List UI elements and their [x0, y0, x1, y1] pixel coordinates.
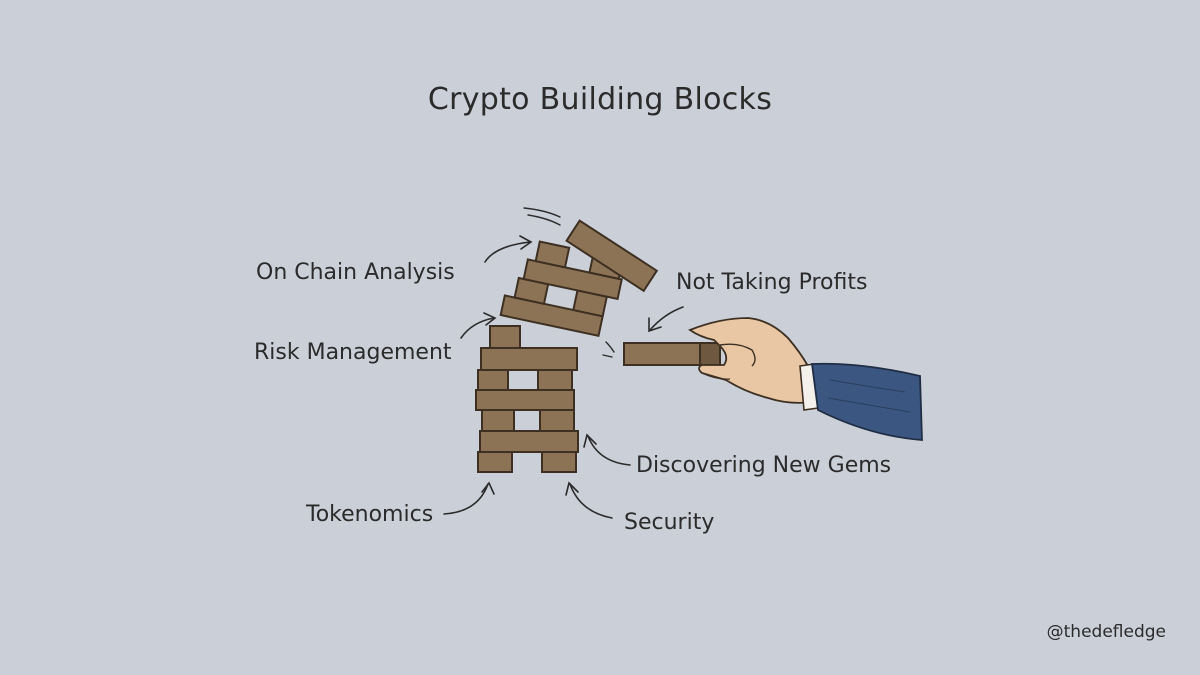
label-tokenomics: Tokenomics: [306, 502, 434, 527]
arrow-on-chain: [484, 235, 533, 263]
tower-block: [475, 389, 575, 411]
tower-block: [534, 240, 571, 269]
tower-block: [477, 451, 513, 473]
motion-line: [605, 341, 615, 353]
label-risk-management: Risk Management: [254, 340, 452, 365]
label-on-chain-analysis: On Chain Analysis: [256, 260, 455, 285]
tower-block: [522, 258, 623, 301]
tower-block: [539, 409, 575, 432]
arrow-security: [565, 481, 613, 519]
diagram-title: Crypto Building Blocks: [427, 82, 773, 117]
arrow-tokenomics: [443, 481, 495, 515]
tower-block: [481, 409, 515, 432]
hand-pulling-block-icon: [688, 317, 923, 441]
tower-block: [499, 294, 604, 338]
arrow-not-taking-profits: [648, 306, 684, 333]
label-discovering-new-gems: Discovering New Gems: [636, 453, 892, 478]
tower-block: [477, 369, 509, 391]
pulled-block-end: [699, 342, 721, 366]
author-handle: @thedefledge: [1046, 622, 1166, 642]
label-security: Security: [624, 510, 715, 535]
motion-line: [527, 214, 561, 226]
tower-block: [489, 325, 521, 349]
motion-line: [523, 207, 561, 218]
tower-block: [537, 369, 573, 391]
falling-block: [565, 219, 659, 293]
label-not-taking-profits: Not Taking Profits: [676, 270, 868, 295]
tower-block: [480, 347, 578, 371]
tower-block: [479, 430, 579, 453]
motion-line: [602, 354, 613, 358]
arrow-discovering: [583, 433, 631, 466]
jenga-tower-icon: [475, 219, 659, 473]
tower-block: [541, 451, 577, 473]
arrow-risk: [460, 312, 497, 339]
